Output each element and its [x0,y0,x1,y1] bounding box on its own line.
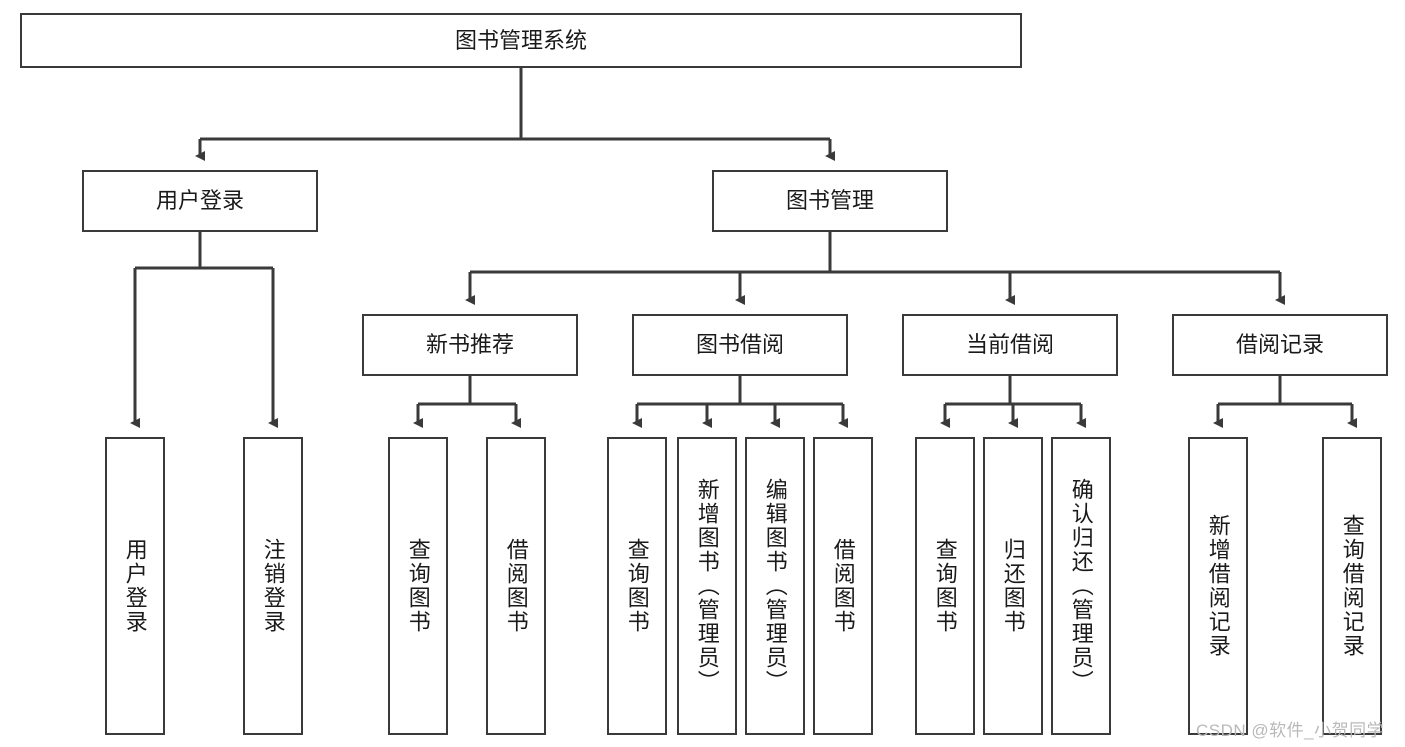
node-leaf-user-login-label: 用户登录 [122,538,148,634]
node-user-login-label: 用户登录 [155,188,244,214]
node-leaf-confirm-return-label: 确认归还（管理员） [1068,478,1094,694]
node-leaf-query-book-2-label: 查询图书 [624,538,650,634]
node-borrow-record-label: 借阅记录 [1235,332,1324,358]
watermark: CSDN @软件_小贺同学 [1196,716,1384,741]
node-leaf-query-book-1-label: 查询图书 [405,538,431,634]
node-root-label: 图书管理系统 [454,27,587,53]
watermark-text: CSDN @软件_小贺同学 [1196,721,1385,740]
node-new-book-recommend-label: 新书推荐 [425,332,514,358]
node-leaf-query-borrow-record-label: 查询借阅记录 [1339,514,1365,658]
node-leaf-query-book-3-label: 查询图书 [932,538,958,634]
node-leaf-query-book-1[interactable]: 查询图书 [388,437,448,735]
node-book-manage[interactable]: 图书管理 [712,170,948,232]
node-leaf-confirm-return[interactable]: 确认归还（管理员） [1051,437,1111,735]
node-leaf-edit-book[interactable]: 编辑图书（管理员） [745,437,805,735]
node-root[interactable]: 图书管理系统 [20,13,1022,68]
node-leaf-add-borrow-record[interactable]: 新增借阅记录 [1188,437,1248,735]
node-user-login[interactable]: 用户登录 [82,170,318,232]
node-borrow-record[interactable]: 借阅记录 [1172,314,1388,376]
node-leaf-return-book[interactable]: 归还图书 [983,437,1043,735]
node-leaf-user-login[interactable]: 用户登录 [105,437,165,735]
node-leaf-query-borrow-record[interactable]: 查询借阅记录 [1322,437,1382,735]
node-leaf-edit-book-label: 编辑图书（管理员） [762,478,788,694]
node-leaf-query-book-3[interactable]: 查询图书 [915,437,975,735]
node-leaf-borrow-book-2[interactable]: 借阅图书 [813,437,873,735]
node-book-borrow-label: 图书借阅 [695,332,784,358]
node-book-manage-label: 图书管理 [785,188,874,214]
node-leaf-logout-login[interactable]: 注销登录 [243,437,303,735]
node-current-borrow[interactable]: 当前借阅 [902,314,1118,376]
node-leaf-borrow-book-1[interactable]: 借阅图书 [486,437,546,735]
node-leaf-add-book[interactable]: 新增图书（管理员） [677,437,737,735]
node-leaf-return-book-label: 归还图书 [1000,538,1026,634]
node-book-borrow[interactable]: 图书借阅 [632,314,848,376]
node-leaf-borrow-book-2-label: 借阅图书 [830,538,856,634]
node-leaf-borrow-book-1-label: 借阅图书 [503,538,529,634]
node-new-book-recommend[interactable]: 新书推荐 [362,314,578,376]
node-leaf-add-book-label: 新增图书（管理员） [694,478,720,694]
node-leaf-add-borrow-record-label: 新增借阅记录 [1205,514,1231,658]
node-leaf-query-book-2[interactable]: 查询图书 [607,437,667,735]
node-current-borrow-label: 当前借阅 [965,332,1054,358]
node-leaf-logout-login-label: 注销登录 [260,538,286,634]
